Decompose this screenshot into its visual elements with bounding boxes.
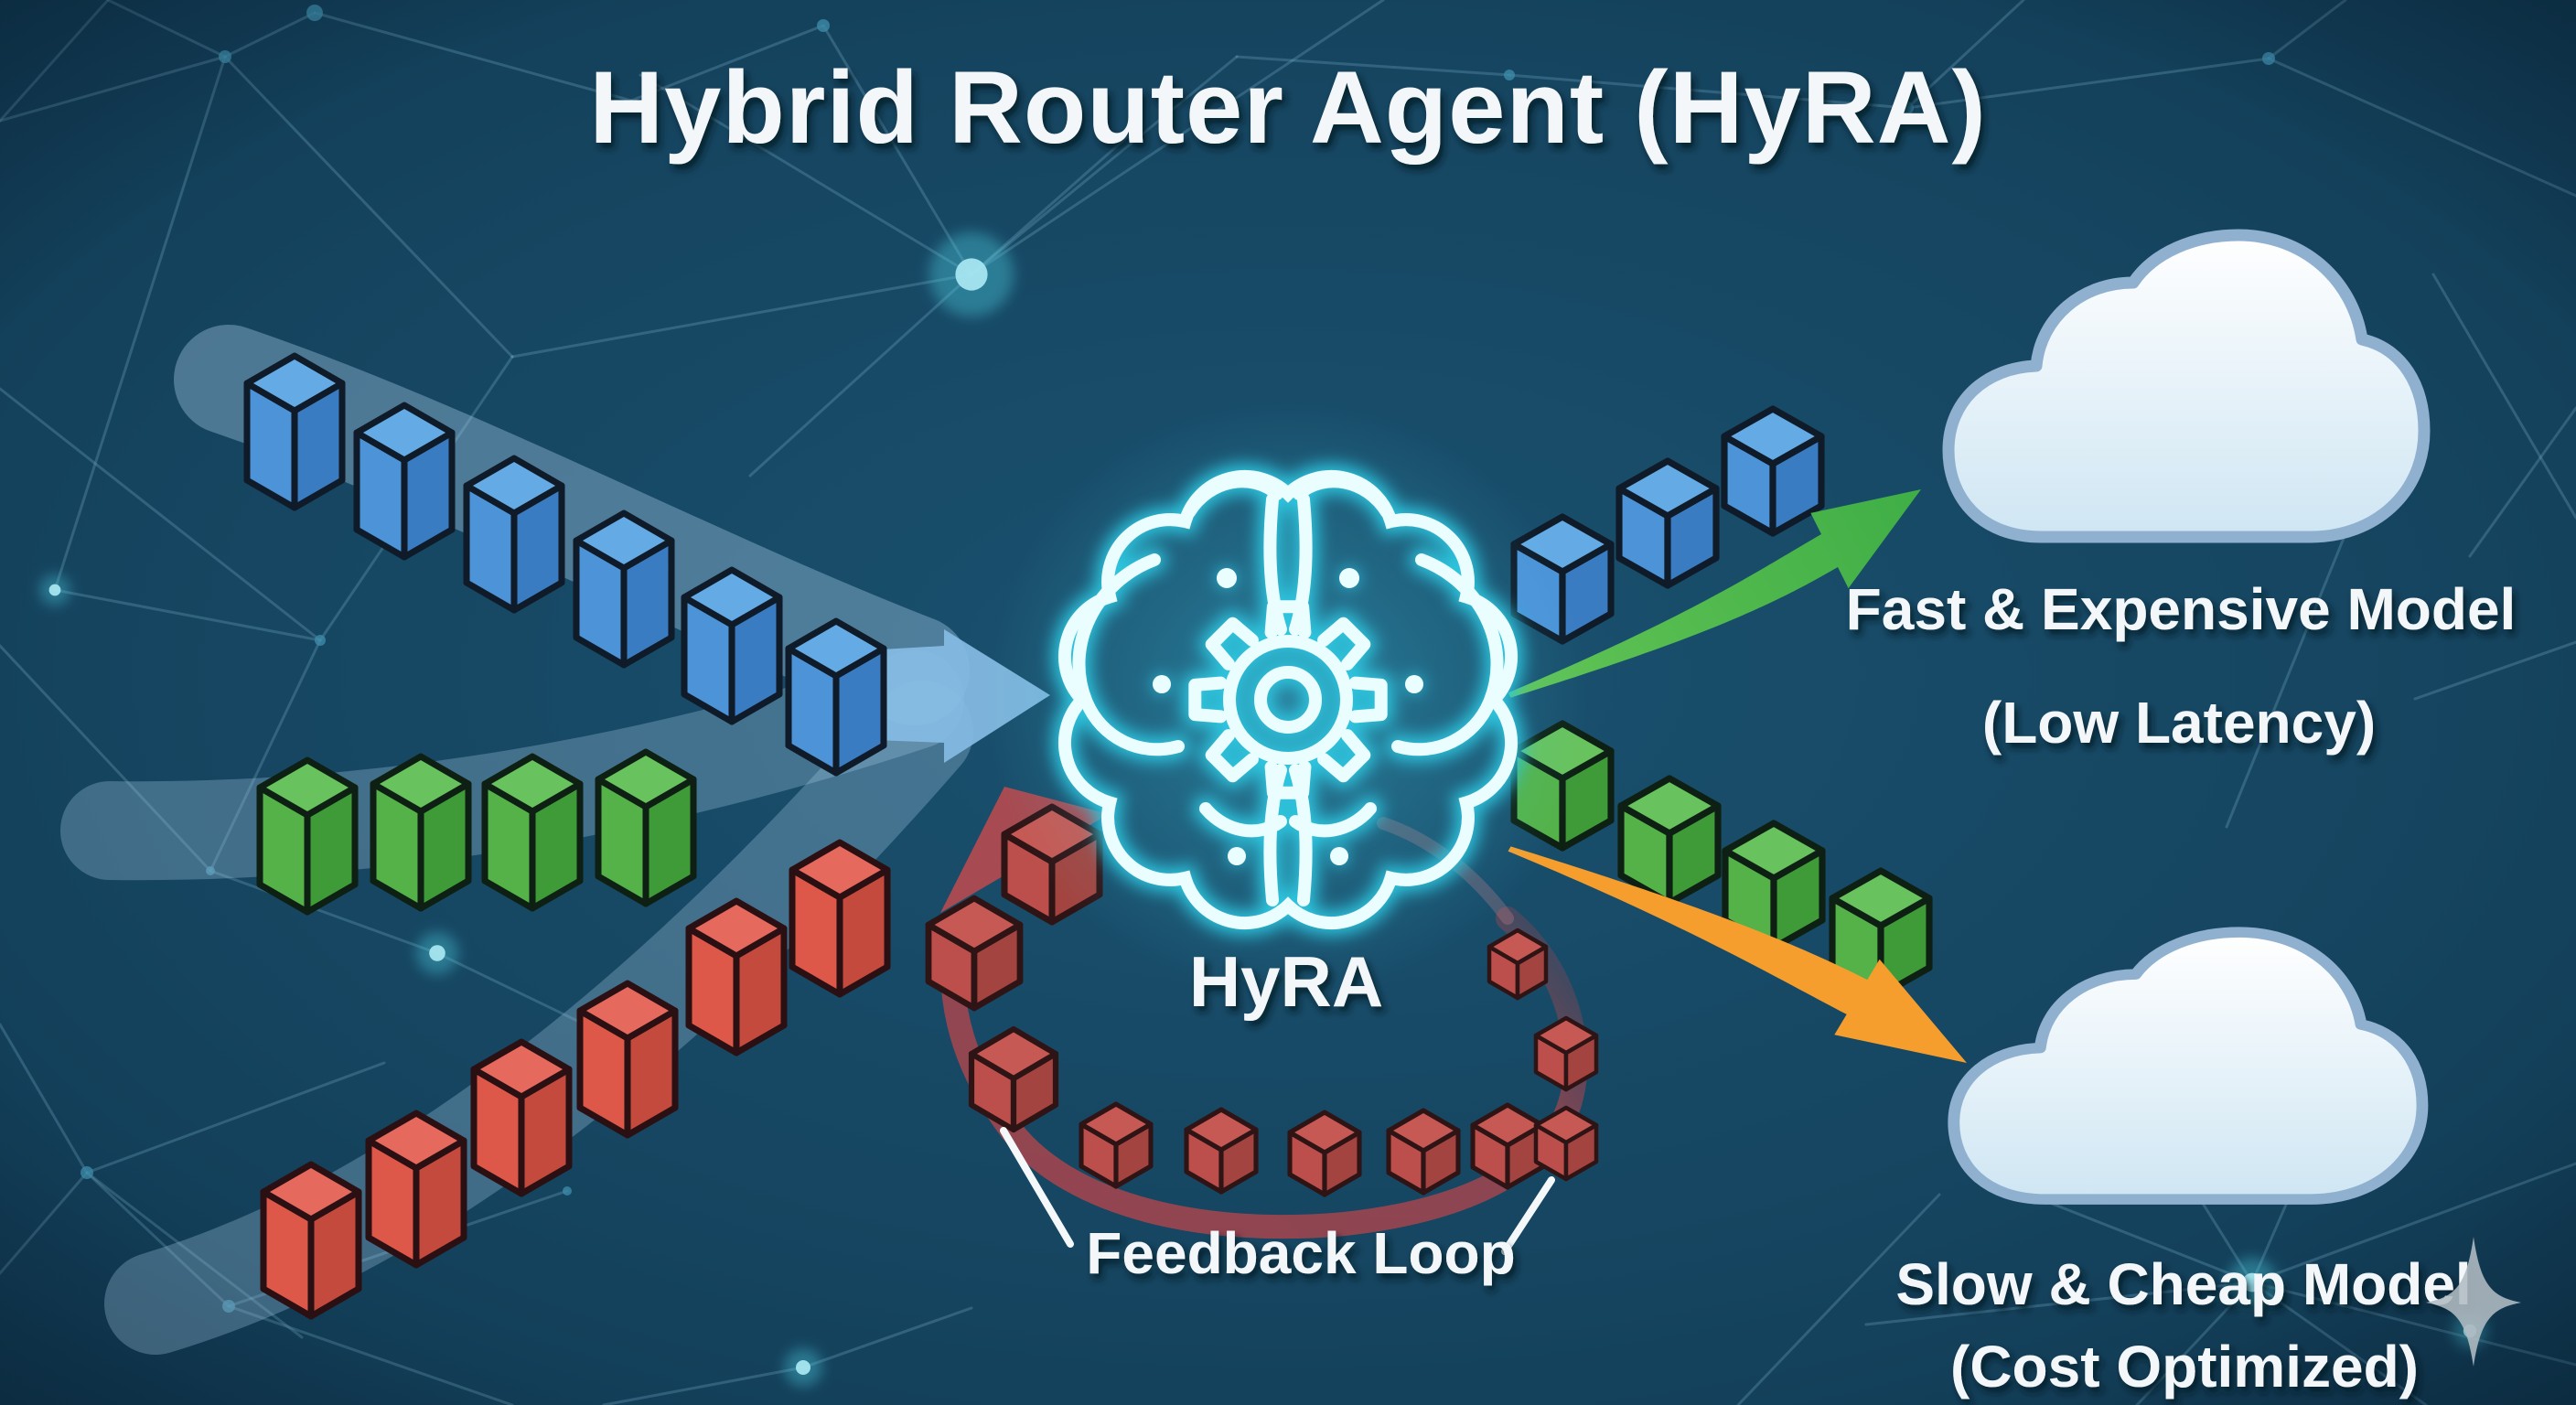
feedback-pointer-line-right <box>1501 1176 1555 1255</box>
red-task-cube <box>260 1161 362 1320</box>
feedback-loop: Feedback Loop <box>925 787 1599 1286</box>
blue-task-cube <box>243 352 346 511</box>
red-task-cube <box>470 1038 573 1197</box>
blue-task-cube <box>353 402 456 561</box>
feedback-cube <box>1533 1015 1599 1092</box>
red-task-cube <box>789 839 891 998</box>
feedback-cube <box>1470 1102 1545 1190</box>
slow-model-label: Slow & Cheap Model (Cost Optimized) <box>1895 1251 2471 1400</box>
slow-model-label-line1: Slow & Cheap Model <box>1895 1251 2471 1317</box>
fast-model-label-line1: Fast & Expensive Model <box>1846 576 2517 642</box>
red-task-cube <box>685 897 788 1056</box>
feedback-cube <box>1487 928 1549 1001</box>
feedback-cube <box>1184 1107 1259 1195</box>
green-task-cube <box>481 753 584 912</box>
red-task-cube <box>576 980 679 1139</box>
feedback-pointer-line-left <box>1000 1127 1074 1248</box>
routed-green-cube <box>1617 775 1722 906</box>
feedback-cube <box>1079 1101 1154 1189</box>
input-task-cubes-green <box>256 748 697 916</box>
routed-green-cube <box>1829 867 1933 999</box>
input-task-cubes-red <box>260 839 891 1320</box>
feedback-task-cubes <box>925 803 1599 1197</box>
blue-task-cube <box>785 617 887 777</box>
routed-blue-cube <box>1721 405 1825 537</box>
blue-task-cube <box>463 455 565 614</box>
green-task-cube <box>256 756 359 916</box>
slow-model-label-line2: (Cost Optimized) <box>1950 1334 2419 1400</box>
blue-task-cube <box>573 509 675 669</box>
feedback-cube <box>1386 1108 1461 1196</box>
feedback-cube <box>1287 1110 1362 1197</box>
green-up-arrow-icon <box>1508 489 1921 698</box>
agent-label: HyRA <box>1189 941 1383 1022</box>
feedback-cube <box>925 895 1024 1012</box>
sparkle-icon <box>2426 1237 2521 1367</box>
brain-halo <box>986 398 1590 1002</box>
orange-down-arrow-icon <box>1508 846 1967 1063</box>
feedback-loop-label: Feedback Loop <box>1086 1220 1515 1286</box>
fast-model-label: Fast & Expensive Model (Low Latency) <box>1846 576 2517 756</box>
routed-blue-cube <box>1615 457 1720 589</box>
green-task-cube <box>370 753 472 912</box>
input-task-cubes-blue <box>243 352 887 777</box>
brain-gear-icon <box>986 398 1590 1002</box>
merged-stream-arrow-icon <box>851 629 1050 763</box>
feedback-cube <box>968 1025 1059 1133</box>
green-task-cube <box>595 748 697 907</box>
red-task-cube <box>365 1110 467 1269</box>
page-title: Hybrid Router Agent (HyRA) <box>589 50 1987 165</box>
fast-model-label-line2: (Low Latency) <box>1982 690 2376 756</box>
feedback-cube <box>1533 1105 1599 1182</box>
blue-task-cube <box>681 566 783 725</box>
